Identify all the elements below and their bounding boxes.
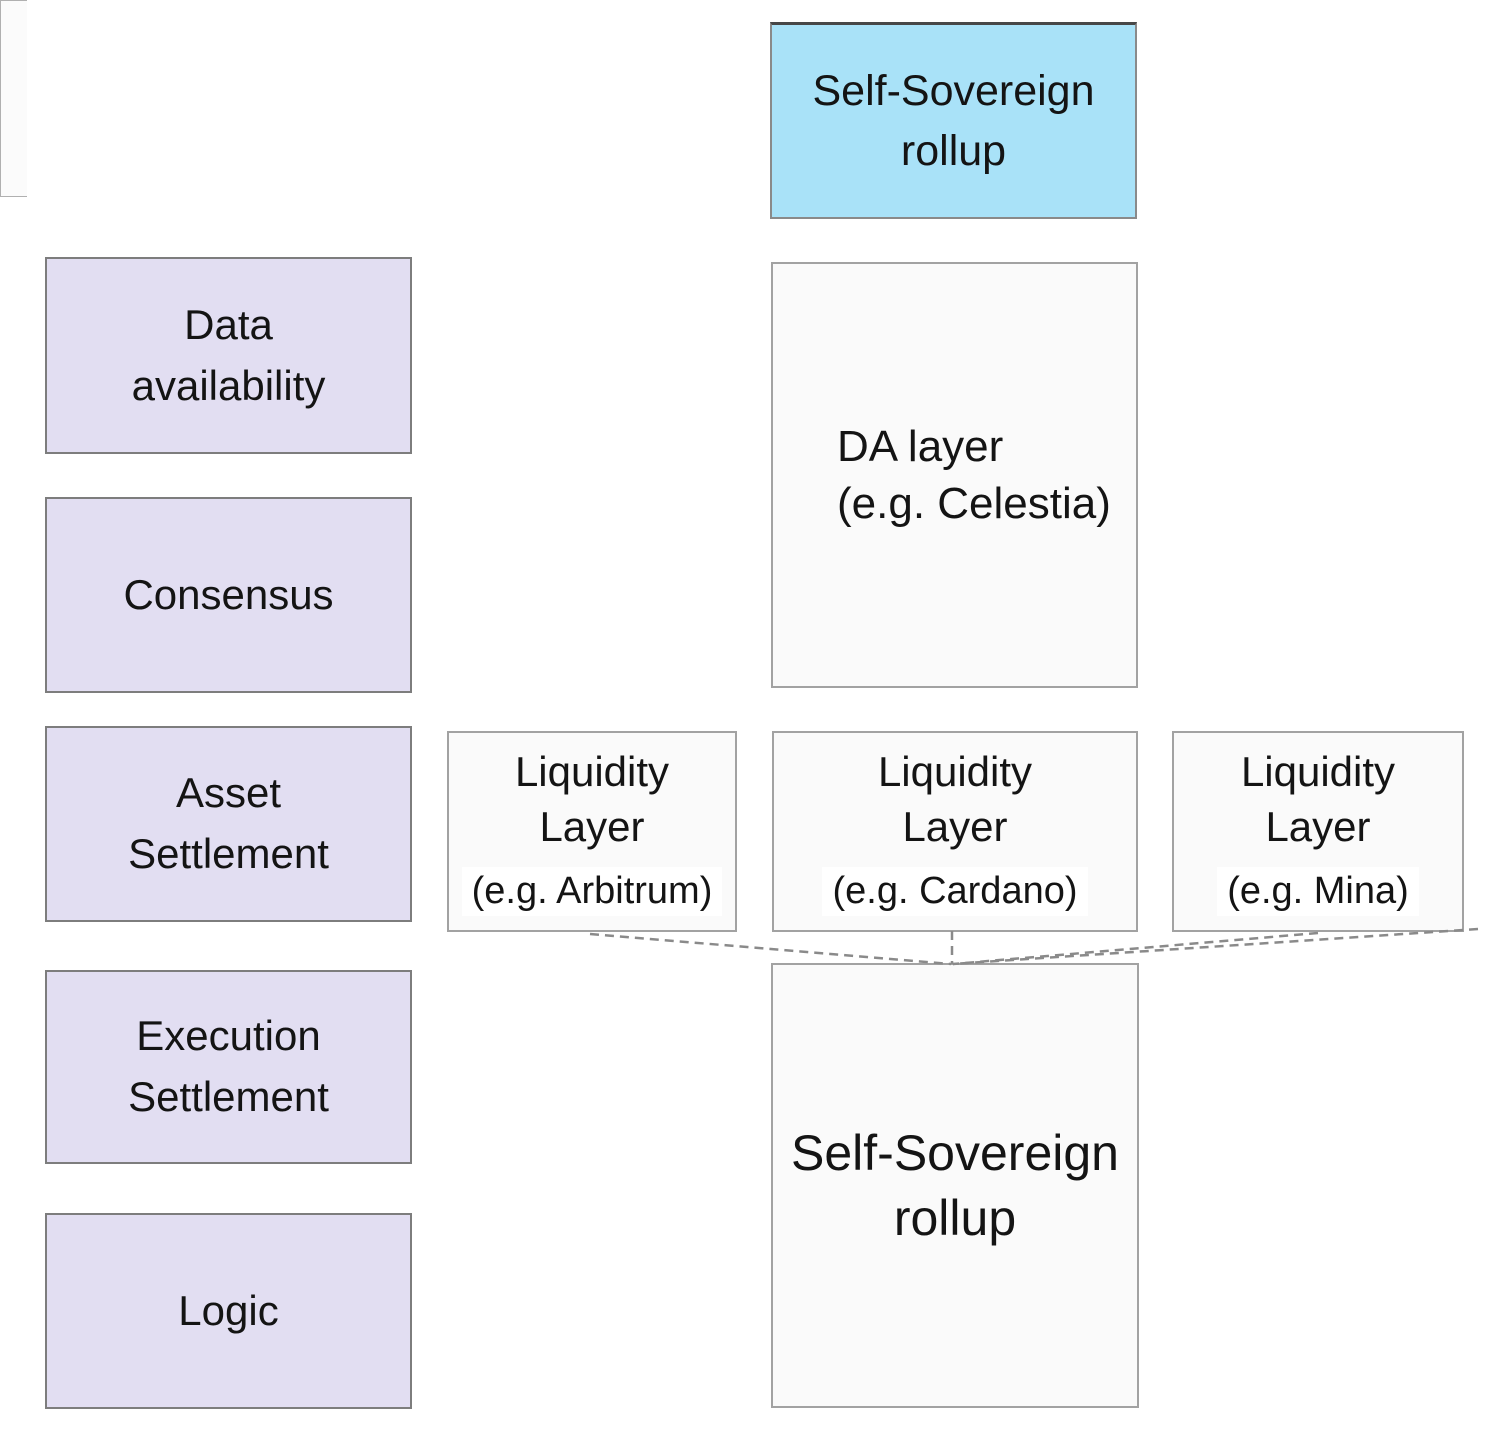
- row-label-text: Asset Settlement: [128, 769, 329, 877]
- liquidity-layer-example: (e.g. Mina): [1217, 867, 1419, 916]
- row-label-text: Execution Settlement: [128, 1012, 329, 1120]
- liquidity-layer-box-cardano: Liquidity Layer (e.g. Cardano): [772, 731, 1138, 932]
- connector-clipped-box-to-rollup: [952, 927, 1479, 966]
- row-label-asset-settlement: Asset Settlement: [45, 726, 412, 922]
- clipped-liquidity-box-edge: [0, 0, 27, 197]
- liquidity-layer-title: Liquidity Layer: [1240, 748, 1396, 850]
- liquidity-layer-box-mina: Liquidity Layer (e.g. Mina): [1172, 731, 1464, 932]
- main-box-text: Self-Sovereign rollup: [791, 1124, 1119, 1246]
- connector-mina-to-rollup: [952, 931, 1319, 966]
- liquidity-layer-title: Liquidity Layer: [877, 748, 1033, 850]
- row-label-text: Data availability: [131, 300, 326, 409]
- liquidity-layer-example: (e.g. Arbitrum): [461, 867, 723, 916]
- da-layer-box: DA layer (e.g. Celestia): [771, 262, 1138, 688]
- da-layer-text: DA layer (e.g. Celestia): [837, 421, 1111, 528]
- row-label-text: Consensus: [123, 570, 334, 618]
- row-label-consensus: Consensus: [45, 497, 412, 693]
- row-label-logic: Logic: [45, 1213, 412, 1409]
- liquidity-layer-example: (e.g. Cardano): [822, 867, 1088, 916]
- self-sovereign-rollup-main-box: Self-Sovereign rollup: [771, 963, 1139, 1408]
- header-box-text: Self-Sovereign rollup: [812, 66, 1095, 175]
- row-label-execution-settlement: Execution Settlement: [45, 970, 412, 1164]
- self-sovereign-rollup-header-box: Self-Sovereign rollup: [770, 22, 1137, 219]
- liquidity-layer-title: Liquidity Layer: [514, 748, 670, 850]
- row-label-text: Logic: [178, 1286, 279, 1334]
- liquidity-layer-box-arbitrum: Liquidity Layer (e.g. Arbitrum): [447, 731, 737, 932]
- connector-arbitrum-to-rollup: [589, 932, 952, 966]
- row-label-data-availability: Data availability: [45, 257, 412, 454]
